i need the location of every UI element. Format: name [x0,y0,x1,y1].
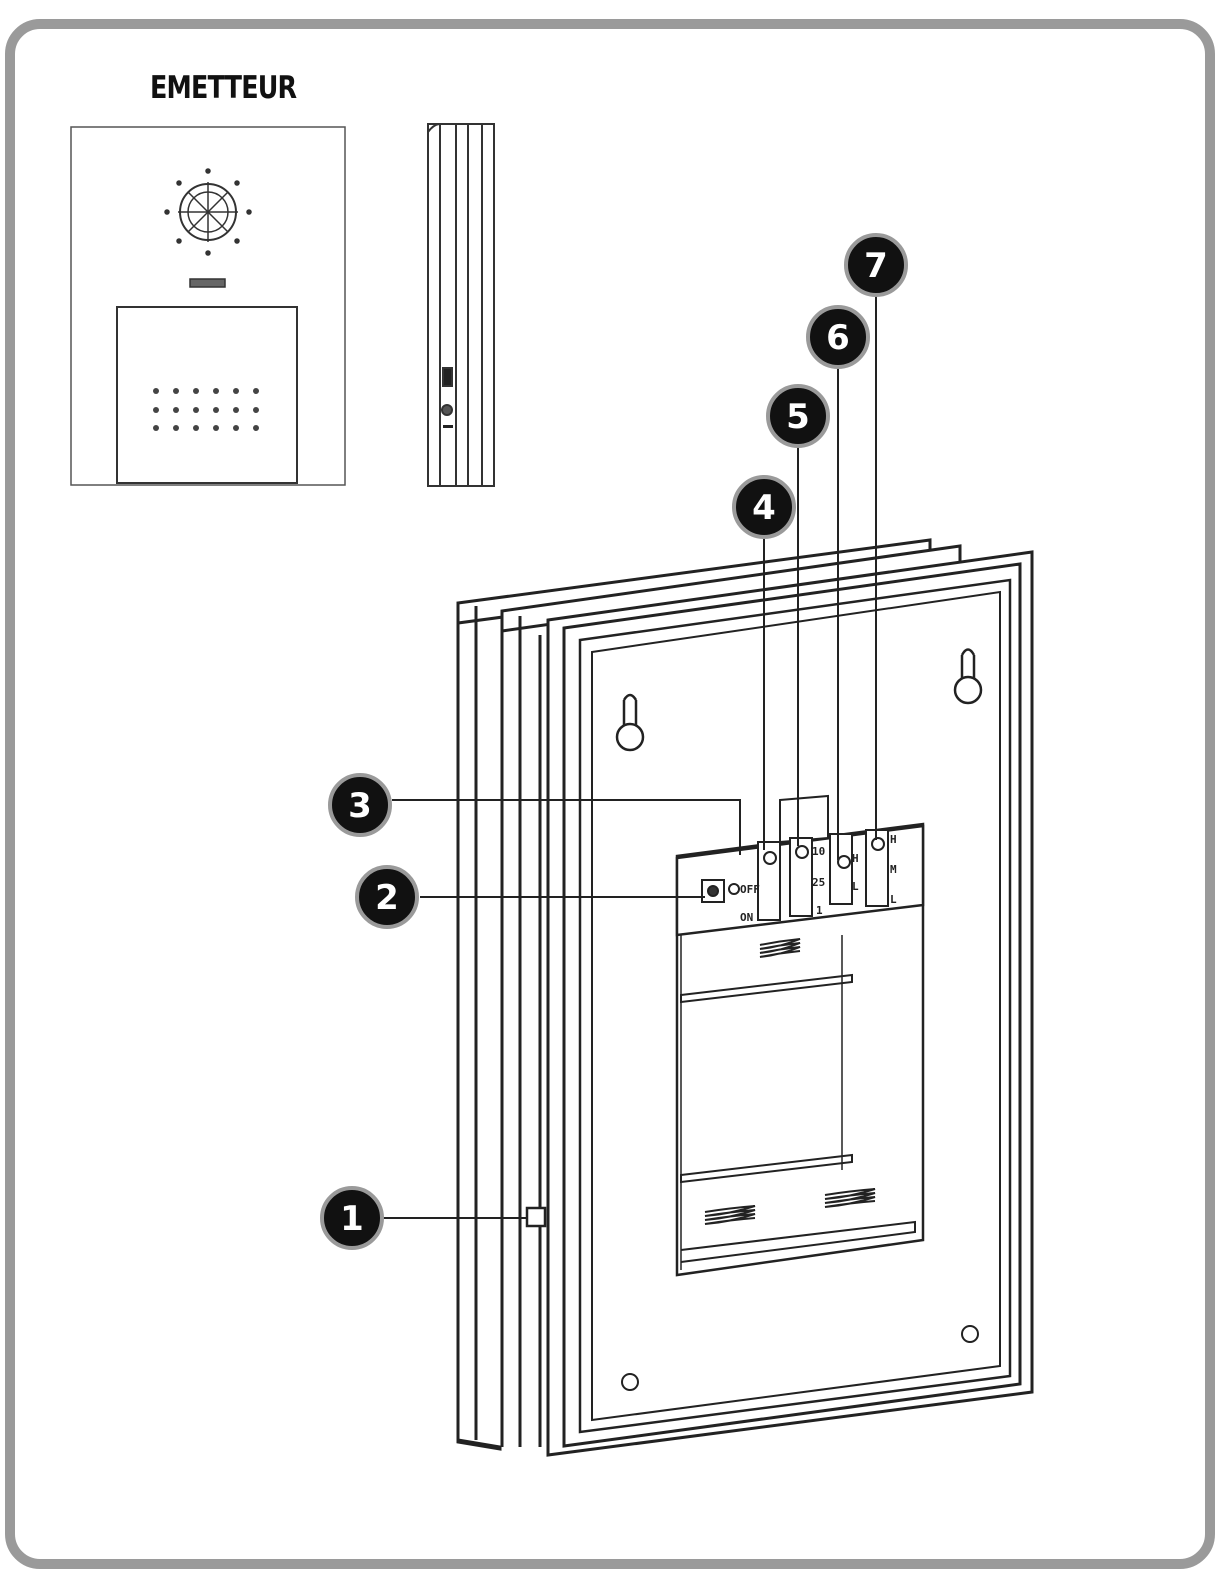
callout-2: 2 [355,865,419,929]
screw-hole-right [961,1325,979,1343]
side-connector [441,404,453,416]
screw-hole-left [621,1373,639,1391]
callout-5-number: 5 [786,397,810,437]
logo-plate [189,278,226,288]
switch-7-slot [865,829,889,907]
label-h-left: H [852,852,859,865]
label-h-right: H [890,833,897,846]
callout-3: 3 [328,773,392,837]
board-labels: OFF ON 10 25 1 H L H M L [740,833,897,924]
callout-1: 1 [320,1186,384,1250]
label-25: 25 [812,876,825,889]
side-button [525,1206,547,1228]
callout-4: 4 [732,475,796,539]
callout-1-number: 1 [340,1199,364,1239]
leader-3 [392,799,741,855]
keyhole-right [953,648,983,705]
switch-5-slot [789,837,813,917]
switch-6-slot [829,833,853,905]
button-dots [153,388,259,431]
power-switch [701,879,740,903]
label-m-right: M [890,863,897,876]
switch-4-slot [757,841,781,921]
callout-6: 6 [806,305,870,369]
speaker-grille [164,168,252,256]
diagram-title: EMETTEUR [150,70,297,106]
label-on: ON [740,911,753,924]
keyhole-left [615,693,645,752]
battery-contacts [680,938,916,1263]
callout-2-number: 2 [375,878,399,918]
side-view [427,123,495,487]
callout-7-number: 7 [864,246,888,286]
rear-view [456,538,1034,1457]
callout-6-number: 6 [826,318,850,358]
callout-5: 5 [766,384,830,448]
callout-3-number: 3 [348,786,372,826]
front-view [70,126,346,486]
label-l-right: L [890,893,897,906]
callout-4-number: 4 [752,488,776,528]
push-button-panel [116,306,298,484]
leader-lines [382,290,877,1219]
label-10: 10 [812,845,825,858]
label-off: OFF [740,883,760,896]
label-l-left: L [852,880,859,893]
callout-7: 7 [844,233,908,297]
side-switch [442,367,453,387]
label-1: 1 [816,904,823,917]
